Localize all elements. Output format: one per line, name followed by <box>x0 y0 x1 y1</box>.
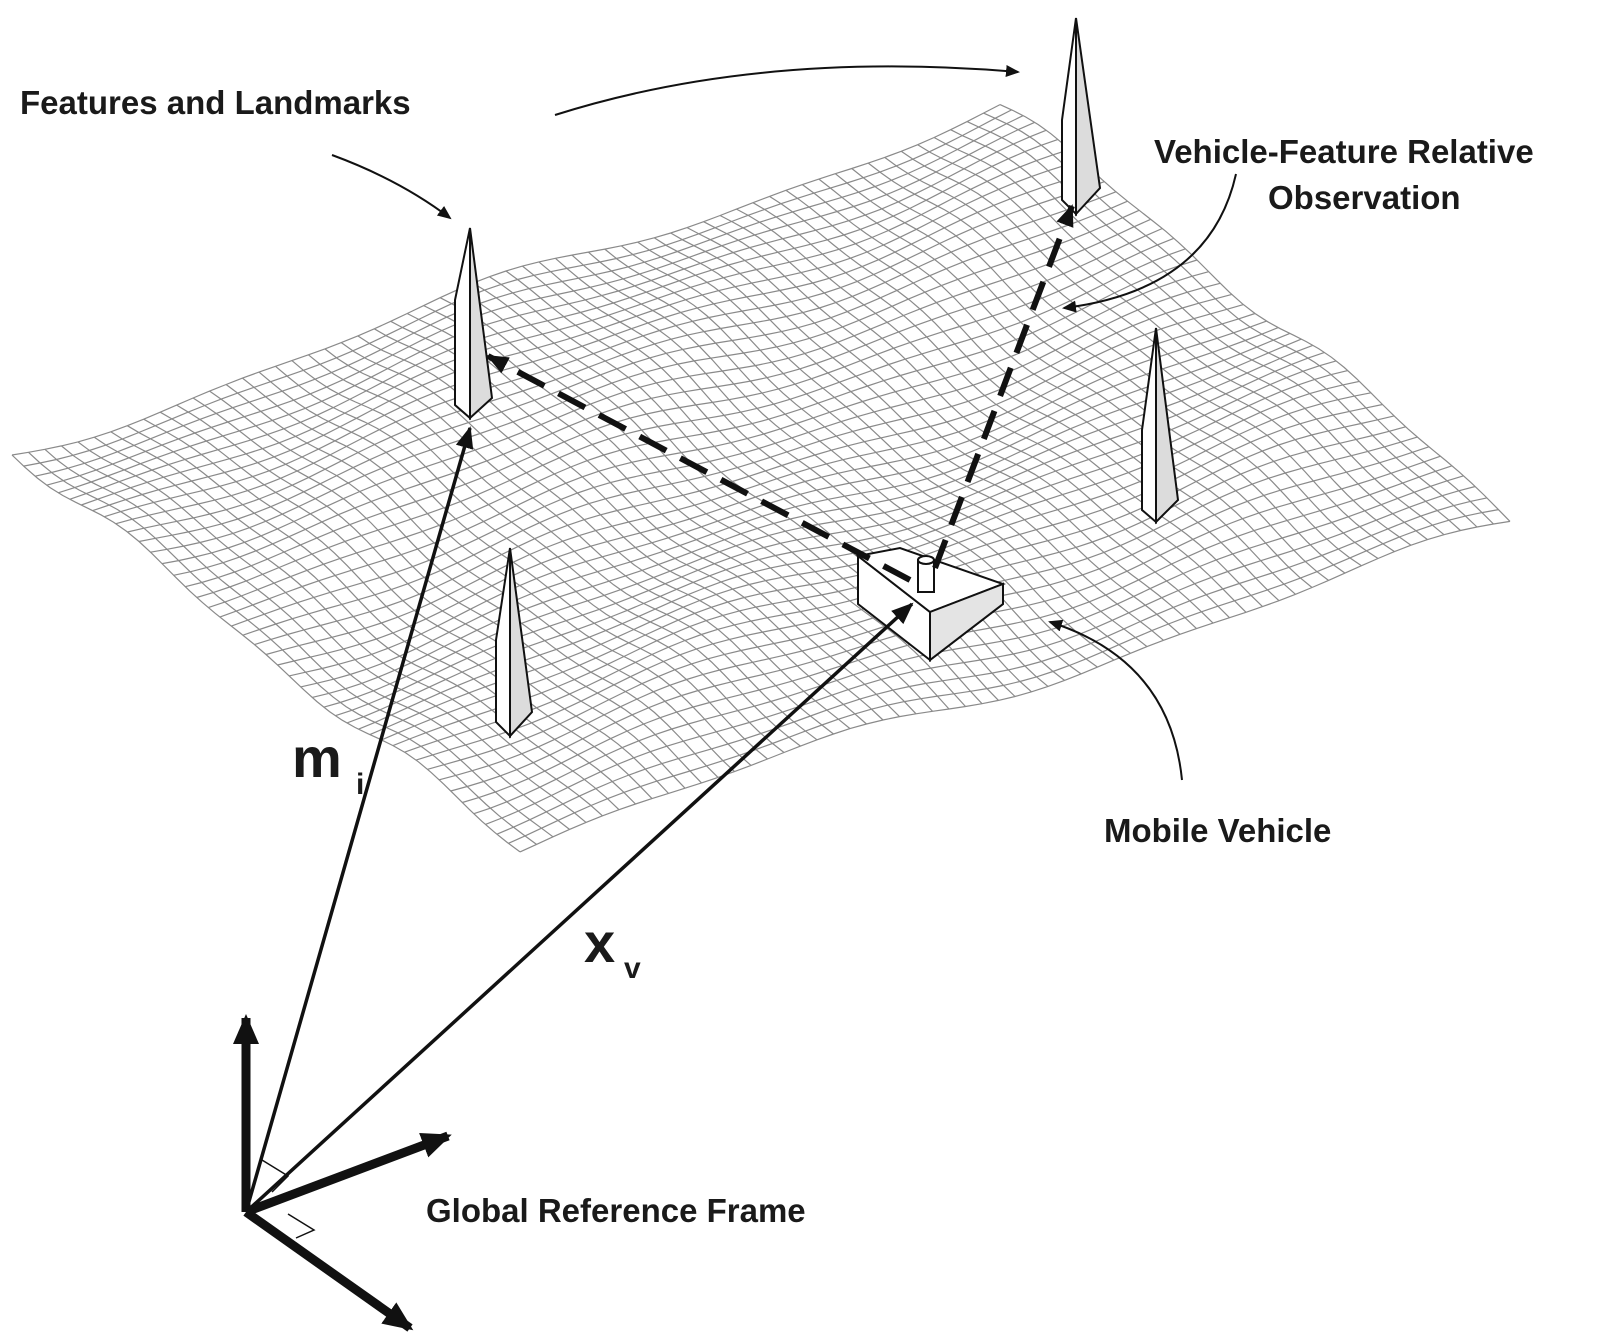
mesh-line <box>196 248 1186 599</box>
mesh-line <box>496 497 1487 835</box>
mesh-line <box>92 159 1082 512</box>
mesh-line <box>127 191 1117 533</box>
landmark-vector-subscript: i <box>356 768 364 801</box>
mobile-vehicle <box>855 546 1006 663</box>
mesh-line <box>23 109 1012 467</box>
frame-label: Global Reference Frame <box>426 1192 806 1229</box>
mesh-line <box>115 181 1105 525</box>
mesh-line <box>219 271 1209 618</box>
vehicle-position-vector <box>244 602 914 1214</box>
mesh-line <box>242 293 1232 636</box>
mesh-line <box>519 520 1511 853</box>
vehicle-vector-label: x <box>584 911 615 974</box>
mesh-line <box>58 129 1047 494</box>
features-label: Features and Landmarks <box>20 84 411 121</box>
mesh-line <box>508 509 1499 844</box>
mesh-line <box>173 227 1163 576</box>
mesh-line <box>555 257 1065 681</box>
mesh-line <box>231 282 1221 627</box>
landmark-position-vector <box>244 426 474 1213</box>
features-top-arrow <box>554 65 1020 116</box>
mesh-line <box>485 485 1476 825</box>
mesh-line <box>185 237 1175 588</box>
landmark-top-left <box>454 227 494 421</box>
vehicle-label: Mobile Vehicle <box>1104 812 1331 849</box>
observation-line-to-right-landmark <box>932 204 1075 570</box>
landmark-right <box>1141 327 1180 525</box>
landmark-bottom <box>495 547 534 739</box>
mesh-line <box>34 115 1024 477</box>
mesh-line <box>46 121 1036 486</box>
features-pointer-arrow <box>331 154 452 220</box>
mesh-line <box>81 148 1070 506</box>
mesh-line <box>69 138 1059 500</box>
observation-label-line1: Vehicle-Feature Relative <box>1154 133 1534 170</box>
mesh-line <box>473 475 1464 815</box>
mesh-line <box>254 304 1244 646</box>
landmark-top-right <box>1061 17 1102 217</box>
mesh-line <box>161 218 1151 565</box>
mesh-line <box>312 338 1302 698</box>
mesh-line <box>208 259 1198 609</box>
observation-label-line2: Observation <box>1268 179 1461 216</box>
mesh-line <box>150 209 1140 553</box>
observation-pointer-arrow <box>1062 173 1237 313</box>
observation-line-to-left-landmark <box>486 353 912 583</box>
mesh-line <box>104 170 1093 518</box>
mesh-line <box>11 104 1001 456</box>
global-frame-axes <box>233 1014 452 1332</box>
mesh-line <box>300 332 1291 688</box>
vehicle-vector-subscript: v <box>624 952 641 985</box>
mesh-line <box>265 312 1256 656</box>
mesh-line <box>288 327 1279 677</box>
landmark-vector-label: m <box>292 726 342 789</box>
mesh-line <box>28 451 537 845</box>
mesh-line <box>277 320 1267 666</box>
mesh-line <box>138 200 1128 543</box>
vehicle-pointer-arrow <box>1048 619 1183 781</box>
